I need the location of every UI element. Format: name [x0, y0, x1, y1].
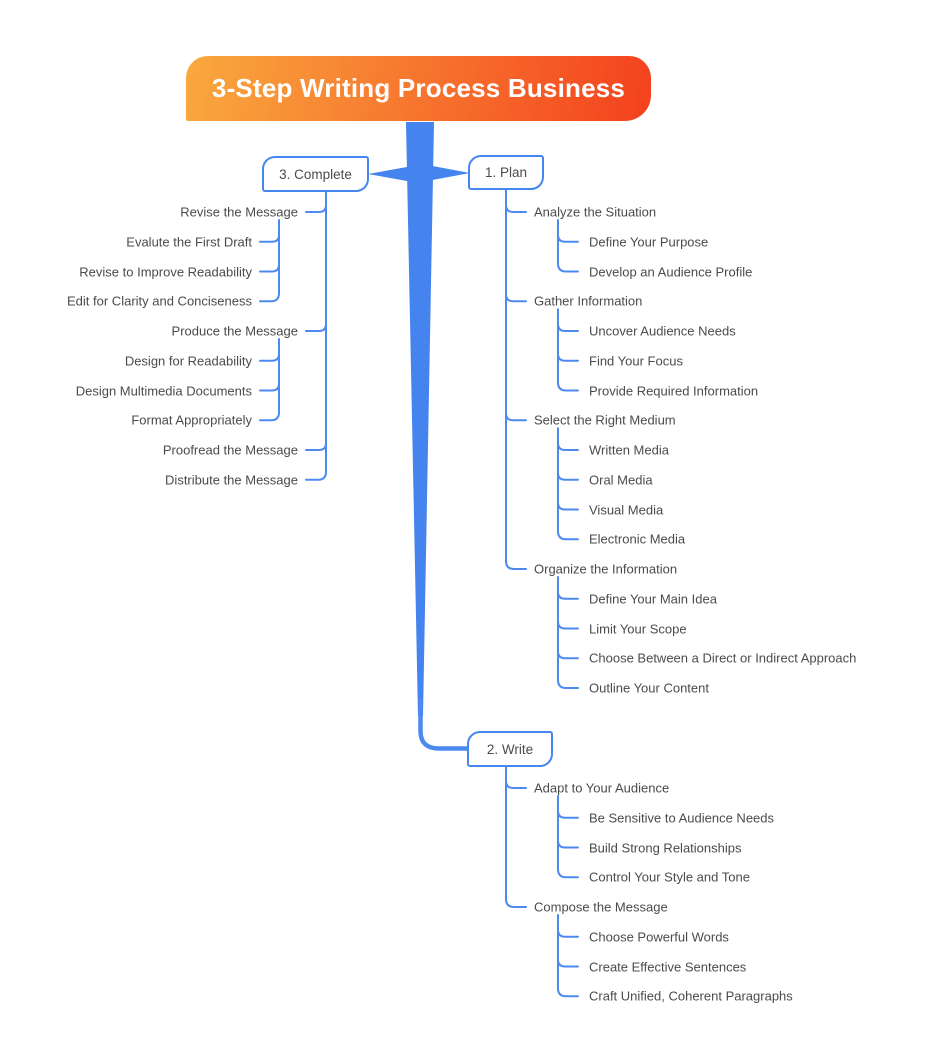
- sub-subtopic-label[interactable]: Craft Unified, Coherent Paragraphs: [589, 988, 793, 1004]
- connector-line: [557, 928, 579, 938]
- subtopic-label[interactable]: Analyze the Situation: [534, 204, 657, 220]
- subtopic-label[interactable]: Select the Right Medium: [534, 412, 676, 428]
- sub-subtopic-label[interactable]: Design for Readability: [124, 353, 252, 369]
- sub-subtopic-label[interactable]: Written Media: [589, 442, 669, 458]
- sub-subtopic-label[interactable]: Provide Required Information: [589, 383, 759, 398]
- connector-line: [505, 412, 527, 422]
- connector-line: [557, 590, 579, 600]
- connector-line: [557, 233, 579, 243]
- sub-subtopic-label[interactable]: Uncover Audience Needs: [589, 323, 736, 339]
- sub-subtopic-label[interactable]: Design Multimedia Documents: [75, 383, 252, 398]
- subtopic-label[interactable]: Produce the Message: [171, 323, 298, 339]
- sub-subtopic-label[interactable]: Evalute the First Draft: [126, 234, 252, 250]
- central-topic[interactable]: 3-Step Writing Process Business: [186, 56, 651, 121]
- connector-line: [557, 809, 579, 819]
- connector-line: [259, 382, 280, 392]
- sub-subtopic-label[interactable]: Build Strong Relationships: [589, 840, 742, 855]
- branch-node-write[interactable]: 2. Write: [467, 731, 553, 767]
- connector-line: [557, 650, 579, 660]
- connector-line: [557, 795, 579, 879]
- connector-line: [505, 293, 527, 303]
- connector-line: [557, 620, 579, 630]
- connector-line: [557, 442, 579, 451]
- sub-subtopic-label[interactable]: Choose Powerful Words: [589, 929, 729, 945]
- sub-subtopic-label[interactable]: Develop an Audience Profile: [589, 264, 753, 279]
- connector-line: [259, 338, 280, 422]
- branch-node-plan[interactable]: 1. Plan: [468, 155, 544, 190]
- sub-subtopic-label[interactable]: Choose Between a Direct or Indirect Appr…: [589, 650, 857, 666]
- connector-line: [557, 576, 579, 689]
- connector-line: [505, 780, 527, 789]
- sub-subtopic-label[interactable]: Visual Media: [589, 502, 664, 517]
- connector-line: [259, 263, 280, 273]
- subtopic-label[interactable]: Compose the Message: [534, 899, 668, 915]
- connector-line: [557, 308, 579, 392]
- subtopic-label[interactable]: Organize the Information: [534, 561, 678, 577]
- sub-subtopic-label[interactable]: Define Your Purpose: [589, 234, 709, 250]
- connector-line: [305, 323, 327, 332]
- connector-line: [557, 352, 579, 362]
- connector-line: [557, 501, 579, 511]
- sub-subtopic-label[interactable]: Be Sensitive to Audience Needs: [589, 810, 775, 826]
- connector-line: [505, 189, 527, 570]
- connector-line: [557, 471, 579, 481]
- connector-line: [505, 204, 527, 213]
- connector-line: [557, 219, 579, 273]
- trunk-connector: [406, 122, 434, 716]
- trunk-elbow-connector: [418, 697, 470, 751]
- subtopic-label[interactable]: Revise the Message: [180, 204, 298, 220]
- branch-node-complete[interactable]: 3. Complete: [262, 156, 369, 192]
- sub-subtopic-label[interactable]: Revise to Improve Readability: [79, 264, 252, 279]
- sub-subtopic-label[interactable]: Edit for Clarity and Conciseness: [67, 293, 252, 309]
- sub-subtopic-label[interactable]: Outline Your Content: [589, 680, 709, 696]
- connector-line: [557, 839, 579, 849]
- sub-subtopic-label[interactable]: Limit Your Scope: [589, 621, 687, 636]
- connector-line: [305, 191, 327, 481]
- connector-line: [305, 204, 327, 213]
- sub-subtopic-label[interactable]: Find Your Focus: [589, 353, 683, 369]
- connector-line: [259, 233, 280, 243]
- subtopic-label[interactable]: Gather Information: [534, 293, 643, 309]
- sub-subtopic-label[interactable]: Control Your Style and Tone: [589, 869, 750, 885]
- connector-line: [259, 219, 280, 303]
- connector-line: [305, 442, 327, 451]
- subtopic-label[interactable]: Proofread the Message: [162, 442, 298, 458]
- subtopic-label[interactable]: Distribute the Message: [165, 472, 298, 488]
- connector-line: [259, 352, 280, 362]
- branch-spike-left: [368, 164, 421, 184]
- connector-line: [557, 914, 579, 998]
- sub-subtopic-label[interactable]: Format Appropriately: [131, 412, 252, 428]
- sub-subtopic-label[interactable]: Electronic Media: [589, 531, 686, 547]
- sub-subtopic-label[interactable]: Define Your Main Idea: [589, 591, 717, 607]
- connector-line: [557, 427, 579, 541]
- branch-spike-right: [419, 163, 470, 183]
- connector-line: [505, 766, 527, 908]
- subtopic-label[interactable]: Adapt to Your Audience: [534, 780, 670, 796]
- connector-line: [557, 323, 579, 332]
- sub-subtopic-label[interactable]: Create Effective Sentences: [589, 959, 747, 974]
- connector-line: [557, 958, 579, 968]
- sub-subtopic-label[interactable]: Oral Media: [589, 472, 653, 488]
